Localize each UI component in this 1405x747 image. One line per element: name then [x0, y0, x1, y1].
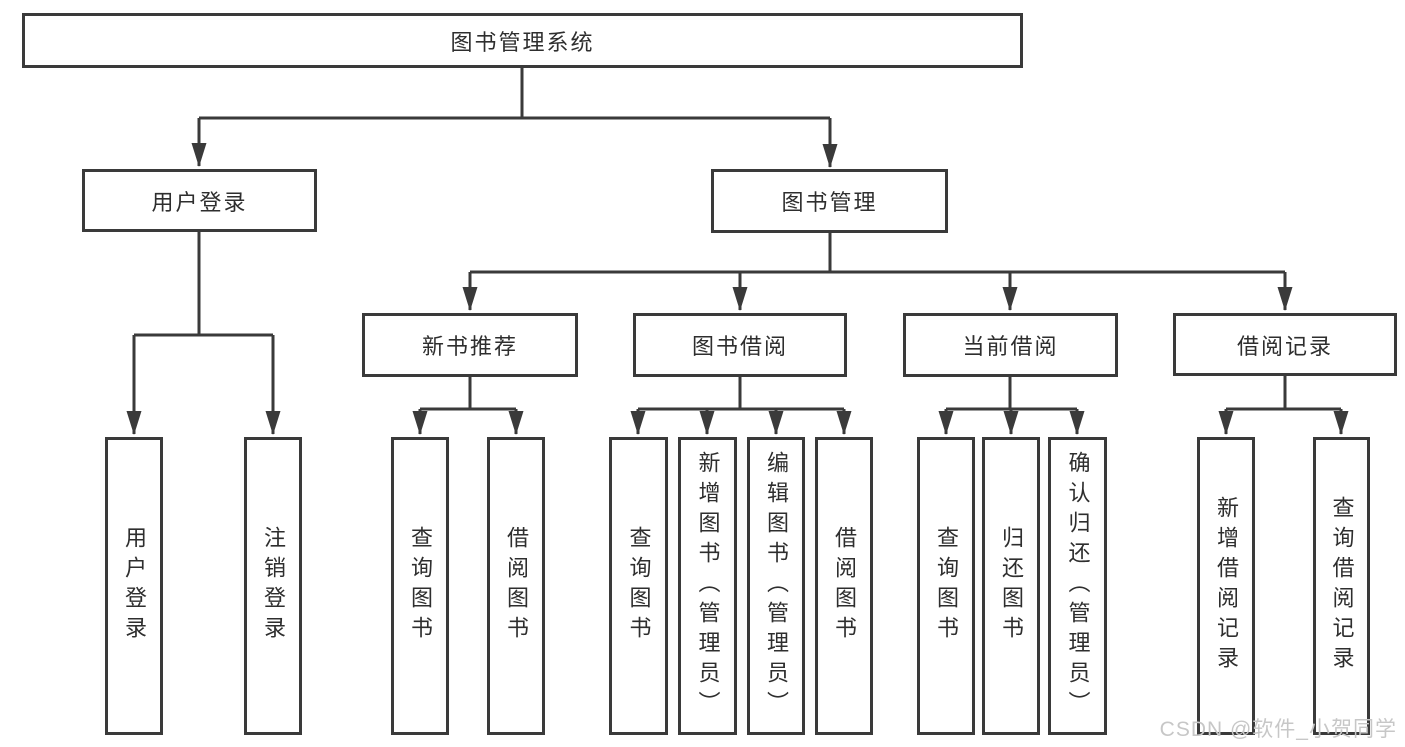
node-new-book-recommend-label: 新书推荐: [421, 334, 518, 359]
leaf-bb-query-books-label: 查询图书: [626, 526, 652, 646]
leaf-cb-return-books-label: 归还图书: [999, 526, 1024, 646]
connector-user-login-group: [126, 232, 281, 435]
leaf-bb-query-books: 查询图书: [609, 437, 668, 735]
leaf-br-query-record: 查询借阅记录: [1313, 437, 1370, 735]
leaf-nbr-borrow-books: 借阅图书: [487, 437, 545, 735]
node-book-borrowing-label: 图书借阅: [691, 334, 788, 359]
leaf-bb-add-books-admin-label: 新增图书（管理员）: [695, 451, 721, 721]
node-borrowing-records-label: 借阅记录: [1236, 333, 1333, 359]
leaf-cb-query-books: 查询图书: [917, 437, 975, 735]
leaf-cb-confirm-return-admin-label: 确认归还（管理员）: [1065, 451, 1091, 721]
leaf-bb-edit-books-admin: 编辑图书（管理员）: [747, 437, 805, 735]
leaf-bb-borrow-books: 借阅图书: [815, 437, 873, 735]
leaf-br-add-record: 新增借阅记录: [1197, 437, 1255, 735]
node-user-login-label: 用户登录: [151, 189, 248, 215]
node-user-login: 用户登录: [82, 169, 317, 232]
node-current-borrowing-label: 当前借阅: [962, 334, 1059, 359]
leaf-nbr-query-books-label: 查询图书: [408, 526, 433, 646]
connector-borrow-record-group: [1218, 376, 1349, 435]
leaf-cb-return-books: 归还图书: [982, 437, 1040, 735]
node-current-borrowing: 当前借阅: [903, 313, 1118, 377]
connector-book-borrow-group: [630, 377, 852, 435]
connector-current-borrow-group: [938, 377, 1085, 435]
leaf-cb-query-books-label: 查询图书: [934, 526, 959, 646]
leaf-logout: 注销登录: [244, 437, 302, 735]
node-book-management: 图书管理: [711, 169, 948, 233]
leaf-logout-label: 注销登录: [261, 526, 286, 646]
leaf-bb-edit-books-admin-label: 编辑图书（管理员）: [764, 451, 789, 721]
node-new-book-recommend: 新书推荐: [362, 313, 578, 377]
leaf-user-login-label: 用户登录: [122, 526, 147, 646]
node-root-system: 图书管理系统: [22, 13, 1023, 68]
leaf-user-login: 用户登录: [105, 437, 163, 735]
node-root-label: 图书管理系统: [450, 29, 595, 55]
csdn-watermark: CSDN @软件_小贺同学: [1159, 718, 1397, 741]
node-borrowing-records: 借阅记录: [1173, 313, 1397, 376]
leaf-br-query-record-label: 查询借阅记录: [1329, 496, 1355, 676]
leaf-bb-add-books-admin: 新增图书（管理员）: [678, 437, 737, 735]
node-book-management-label: 图书管理: [781, 190, 878, 215]
node-book-borrowing: 图书借阅: [633, 313, 847, 377]
leaf-bb-borrow-books-label: 借阅图书: [832, 526, 857, 646]
connector-root-to-level2: [191, 68, 838, 168]
leaf-nbr-query-books: 查询图书: [391, 437, 449, 735]
connector-book-mgmt-group: [462, 233, 1293, 311]
leaf-br-add-record-label: 新增借阅记录: [1214, 496, 1239, 676]
leaf-nbr-borrow-books-label: 借阅图书: [504, 526, 529, 646]
leaf-cb-confirm-return-admin: 确认归还（管理员）: [1048, 437, 1107, 735]
connector-new-book-rec-group: [412, 377, 524, 435]
